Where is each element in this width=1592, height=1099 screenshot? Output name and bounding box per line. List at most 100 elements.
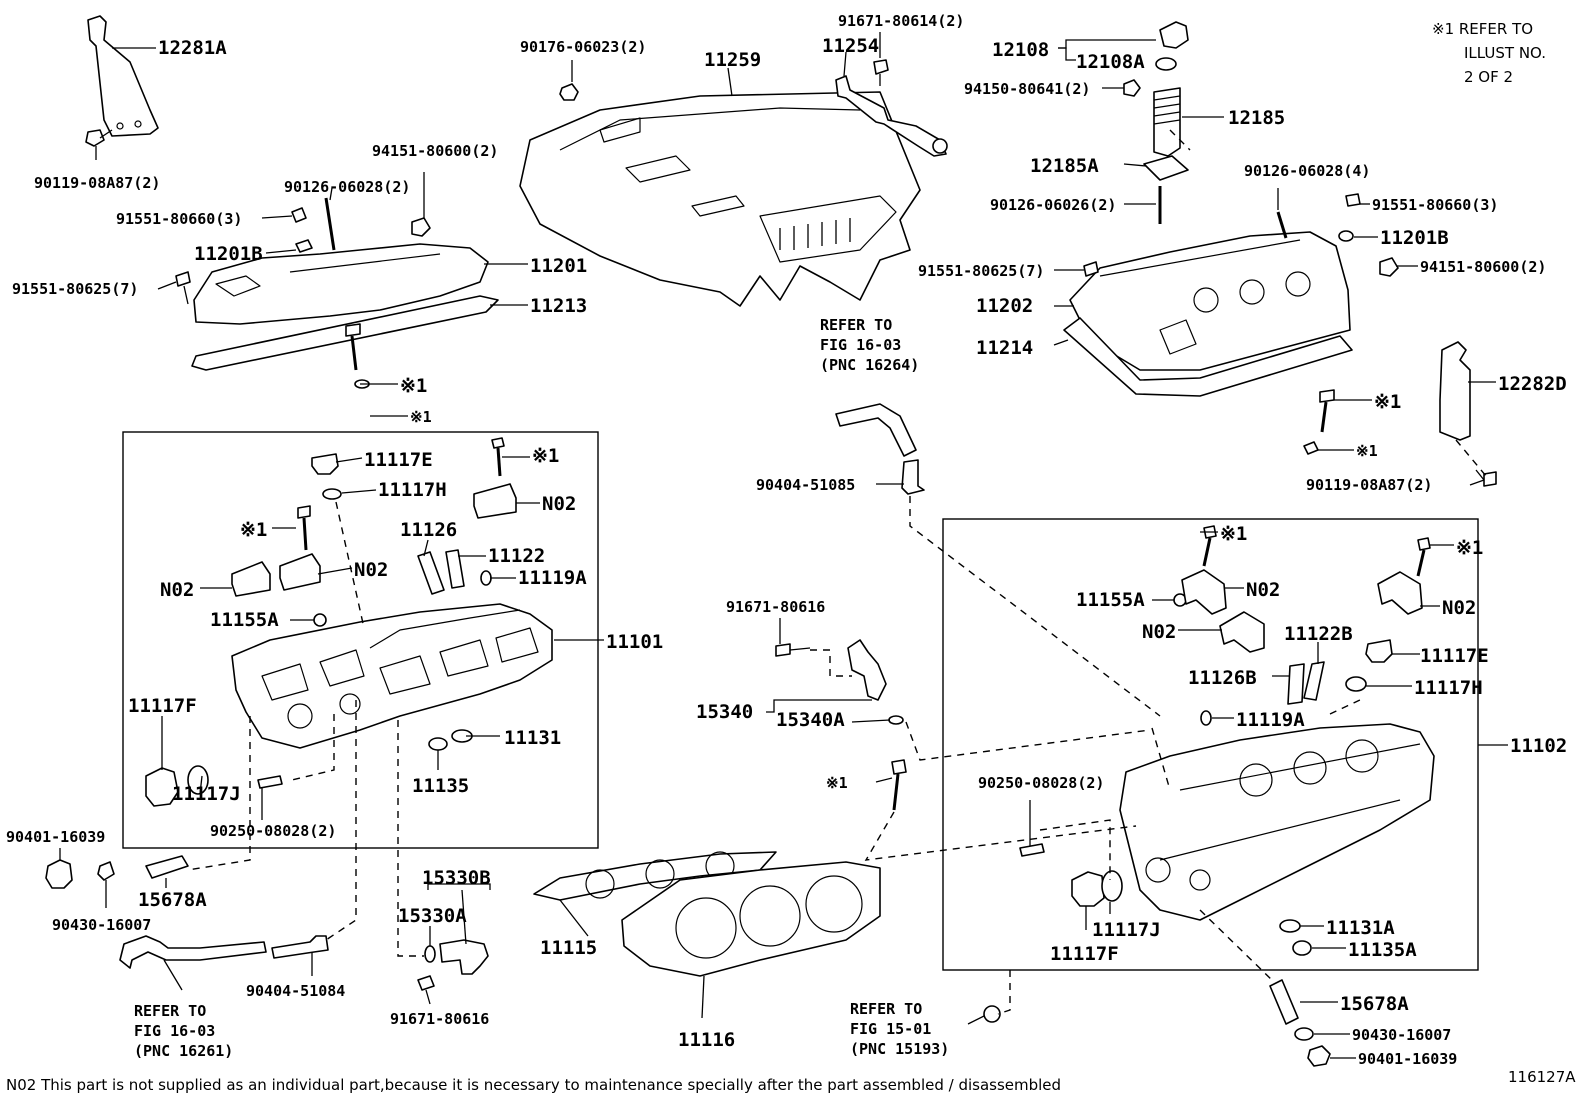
label-90250-left: 90250-08028(2) bbox=[210, 822, 336, 840]
label-11254: 11254 bbox=[822, 35, 879, 57]
oil-cap-12108 bbox=[1159, 21, 1189, 49]
label-90126-06026: 90126-06026(2) bbox=[990, 196, 1116, 214]
label-11201b-right: 11201B bbox=[1380, 227, 1449, 249]
label-11117e-left: 11117E bbox=[364, 449, 433, 471]
sensor-15678a-left bbox=[145, 855, 189, 879]
label-11116: 11116 bbox=[678, 1029, 735, 1051]
label-11135: 11135 bbox=[412, 775, 469, 797]
label-11117j-right: 11117J bbox=[1092, 919, 1161, 941]
label-91551-80625-right: 91551-80625(7) bbox=[918, 262, 1044, 280]
label-15678a-left: 15678A bbox=[138, 889, 207, 911]
seal-11135a bbox=[1292, 940, 1312, 956]
gasket-11115 bbox=[533, 851, 777, 901]
label-90430-right: 90430-16007 bbox=[1352, 1026, 1451, 1044]
label-94151-right: 94151-80600(2) bbox=[1420, 258, 1546, 276]
label-90250-right: 90250-08028(2) bbox=[978, 774, 1104, 792]
label-90126-06028-left: 90126-06028(2) bbox=[284, 178, 410, 196]
nut-90176 bbox=[559, 83, 579, 101]
tube-11126b bbox=[1287, 663, 1305, 705]
label-11101: 11101 bbox=[606, 631, 663, 653]
gasket-11213 bbox=[191, 295, 499, 371]
bolt-91671-80614 bbox=[873, 59, 889, 75]
label-90430-left: 90430-16007 bbox=[52, 916, 151, 934]
label-s1-i: ※1 bbox=[1456, 537, 1483, 559]
label-11115: 11115 bbox=[540, 937, 597, 959]
bolt-90119-right bbox=[1483, 471, 1497, 487]
label-11117f-left: 11117F bbox=[128, 695, 197, 717]
label-12185: 12185 bbox=[1228, 107, 1285, 129]
pin-11119a-right bbox=[1200, 710, 1212, 726]
label-90404-51085: 90404-51085 bbox=[756, 476, 855, 494]
label-90119-left: 90119-08A87(2) bbox=[34, 174, 160, 192]
label-11117h-left: 11117H bbox=[378, 479, 447, 501]
cap-n02-c bbox=[279, 553, 321, 591]
washer-11201b-left bbox=[295, 239, 313, 253]
cap-n02-b bbox=[231, 561, 271, 597]
hose-16261 bbox=[119, 935, 267, 969]
part-labels: 12281A 90119-08A87(2) 90176-06023(2) 112… bbox=[6, 12, 1576, 1094]
label-n02-d: N02 bbox=[1246, 579, 1280, 601]
gasket-12108a bbox=[1155, 57, 1177, 71]
refer-bottom-2: FIG 15-01 bbox=[850, 1020, 931, 1038]
label-s1-c: ※1 bbox=[1374, 391, 1401, 413]
label-n02-a: N02 bbox=[542, 493, 576, 515]
seal-11135 bbox=[428, 737, 448, 751]
label-90176: 90176-06023(2) bbox=[520, 38, 646, 56]
label-12281a: 12281A bbox=[158, 37, 227, 59]
label-15330a: 15330A bbox=[398, 905, 467, 927]
bolt-90119-left bbox=[85, 129, 105, 147]
refer-left-2: FIG 16-03 bbox=[134, 1022, 215, 1040]
refer-note-3: 2 OF 2 bbox=[1464, 68, 1513, 86]
label-11126b: 11126B bbox=[1188, 667, 1257, 689]
cylinder-head-11101 bbox=[231, 603, 553, 749]
cap-n02-f bbox=[1377, 571, 1423, 615]
label-11214: 11214 bbox=[976, 337, 1033, 359]
label-11131a: 11131A bbox=[1326, 917, 1395, 939]
label-n02-f: N02 bbox=[1442, 597, 1476, 619]
label-90126-06028-right: 90126-06028(4) bbox=[1244, 162, 1370, 180]
refer-bottom-3: (PNC 15193) bbox=[850, 1040, 949, 1058]
label-91671-80616-bottom: 91671-80616 bbox=[390, 1010, 489, 1028]
plug-11117e-right bbox=[1365, 639, 1393, 663]
label-11202: 11202 bbox=[976, 295, 1033, 317]
bolt-91551-80660-right bbox=[1345, 193, 1361, 207]
pin-90250-right bbox=[1019, 843, 1045, 857]
label-11119a-left: 11119A bbox=[518, 567, 587, 589]
pin-90250-left bbox=[257, 775, 283, 789]
bracket-12282d bbox=[1439, 341, 1471, 441]
cylinder-head-11102 bbox=[1119, 723, 1435, 921]
label-90401-left: 90401-16039 bbox=[6, 828, 105, 846]
label-11102: 11102 bbox=[1510, 735, 1567, 757]
sensor-15330b bbox=[439, 939, 489, 975]
bolt-91671-80616-top bbox=[775, 643, 791, 657]
label-94150: 94150-80641(2) bbox=[964, 80, 1090, 98]
valve-90404-51084 bbox=[271, 935, 329, 959]
footnote: N02 This part is not supplied as an indi… bbox=[6, 1076, 1061, 1094]
plug-11117f-left bbox=[145, 767, 179, 807]
label-90404-51084: 90404-51084 bbox=[246, 982, 345, 1000]
tube-11122 bbox=[445, 549, 465, 589]
sensor-15678a-right bbox=[1269, 979, 1299, 1025]
washer-90430-left bbox=[97, 861, 115, 881]
plug-11117f-right bbox=[1071, 871, 1105, 907]
figure-id: 116127A bbox=[1508, 1068, 1576, 1086]
cap-n02-e bbox=[1219, 611, 1265, 653]
label-s1-e: ※1 bbox=[532, 445, 559, 467]
label-11117h-right: 11117H bbox=[1414, 677, 1483, 699]
label-90119-right: 90119-08A87(2) bbox=[1306, 476, 1432, 494]
label-15330b: 15330B bbox=[422, 867, 491, 889]
bolt-91671-80616-bottom bbox=[417, 975, 435, 991]
label-11117f-right: 11117F bbox=[1050, 943, 1119, 965]
bolt-91551-80625-left bbox=[175, 271, 191, 287]
label-15340a: 15340A bbox=[776, 709, 845, 731]
valve-cover-11201 bbox=[193, 243, 489, 325]
label-11213: 11213 bbox=[530, 295, 587, 317]
refer-note-2: ILLUST NO. bbox=[1464, 44, 1546, 62]
label-12108: 12108 bbox=[992, 39, 1049, 61]
label-90401-right: 90401-16039 bbox=[1358, 1050, 1457, 1068]
label-s1-b: ※1 bbox=[410, 408, 432, 426]
refer-left-1: REFER TO bbox=[134, 1002, 206, 1020]
label-s1-f: ※1 bbox=[240, 519, 267, 541]
